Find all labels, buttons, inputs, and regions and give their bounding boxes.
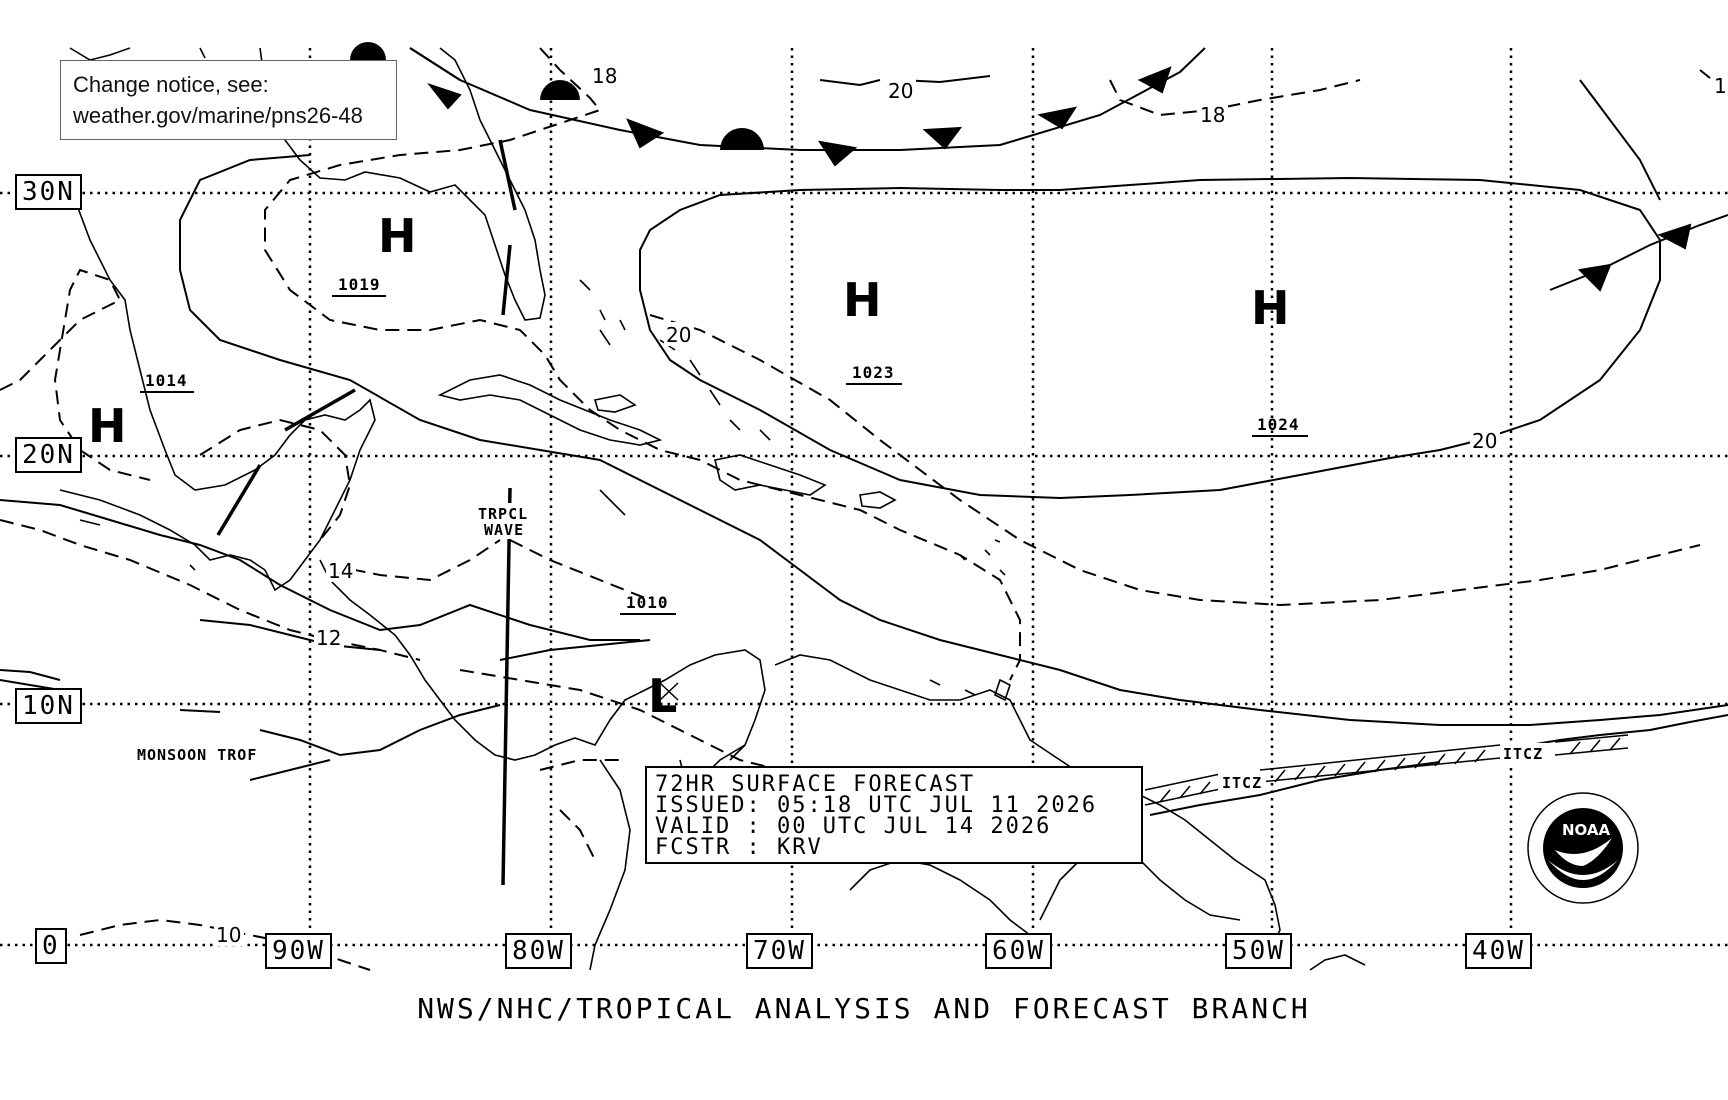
- lat-label-30n: 30N: [15, 174, 82, 210]
- forecast-title: 72HR SURFACE FORECAST: [655, 772, 976, 797]
- lat-lon-grid: [0, 48, 1728, 970]
- isobar-label-18a: 18: [592, 64, 617, 88]
- pressure-value-1019: 1019: [338, 275, 381, 294]
- cold-front: [409, 47, 1728, 292]
- itcz-bands: [1144, 734, 1629, 806]
- change-notice-link[interactable]: weather.gov/marine/pns26-48: [73, 103, 363, 128]
- change-notice-line-1: Change notice, see:: [73, 72, 269, 97]
- monsoon-trough-label: MONSOON TROF: [137, 746, 257, 764]
- isobars-solid: [0, 47, 1728, 816]
- lon-label-50w: 50W: [1225, 933, 1292, 969]
- pressure-value-1010: 1010: [626, 593, 669, 612]
- isobar-label-18b: 18: [1200, 103, 1225, 127]
- forecast-forecaster: FCSTR : KRV: [655, 835, 823, 860]
- troughs: [216, 139, 517, 886]
- isobar-label-20b: 20: [666, 323, 691, 347]
- footer-branch-title: NWS/NHC/TROPICAL ANALYSIS AND FORECAST B…: [417, 992, 1311, 1025]
- feature-labels: TRPCL WAVE MONSOON TROF ITCZ ITCZ: [137, 503, 1552, 792]
- high-center-mexico: H: [88, 399, 127, 453]
- tropical-wave-label-1: TRPCL: [478, 505, 528, 523]
- forecast-valid: VALID : 00 UTC JUL 14 2026: [655, 814, 1052, 839]
- isobar-label-10: 10: [216, 923, 241, 947]
- isobar-labels: 18 20 18 20 20 14 12 10 1: [214, 62, 1727, 947]
- itcz-label-west: ITCZ: [1222, 774, 1262, 792]
- lat-label-10n: 10N: [15, 688, 82, 724]
- lon-label-40w: 40W: [1465, 933, 1532, 969]
- high-center-gulf: H: [378, 209, 417, 263]
- pressure-value-1024: 1024: [1257, 415, 1300, 434]
- high-center-atlantic-east: H: [1251, 281, 1290, 335]
- low-center-caribbean: L: [648, 669, 677, 723]
- lat-label-20n: 20N: [15, 437, 82, 473]
- pressure-value-1023: 1023: [852, 363, 895, 382]
- noaa-logo: NOAA: [1527, 792, 1639, 904]
- pressure-values: 1019 1014 1023 1024 1010: [140, 275, 1308, 615]
- pressure-value-1014: 1014: [145, 371, 188, 390]
- high-center-atlantic-west: H: [843, 273, 882, 327]
- change-notice: Change notice, see: weather.gov/marine/p…: [60, 60, 397, 140]
- lon-label-70w: 70W: [746, 933, 813, 969]
- forecast-info-box: 72HR SURFACE FORECAST ISSUED: 05:18 UTC …: [645, 766, 1143, 864]
- isobar-label-14: 14: [328, 559, 353, 583]
- isobar-label-20c: 20: [1472, 429, 1497, 453]
- isobar-label-edge: 1: [1714, 74, 1727, 98]
- lon-label-80w: 80W: [505, 933, 572, 969]
- low-center-x-mark: [659, 682, 679, 701]
- tropical-wave-label-2: WAVE: [484, 521, 524, 539]
- pressure-centers: H H H H L: [88, 209, 1290, 723]
- warm-front-bumps: [350, 42, 764, 150]
- itcz-label-east: ITCZ: [1503, 745, 1543, 763]
- noaa-logo-text: NOAA: [1562, 821, 1611, 839]
- lon-label-60w: 60W: [985, 933, 1052, 969]
- isobar-label-20a: 20: [888, 79, 913, 103]
- forecast-issued: ISSUED: 05:18 UTC JUL 11 2026: [655, 793, 1098, 818]
- lat-label-0: 0: [35, 928, 67, 964]
- lon-label-90w: 90W: [265, 933, 332, 969]
- coastlines: [19, 47, 1366, 971]
- isobar-label-12: 12: [316, 626, 341, 650]
